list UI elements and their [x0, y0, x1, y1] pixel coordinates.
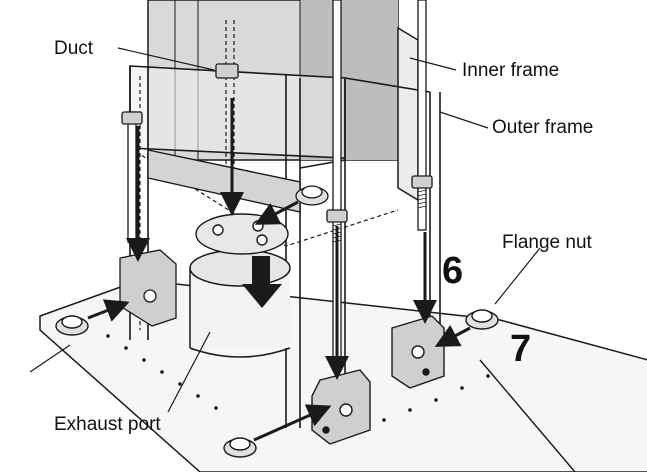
assembly-arrows — [87, 98, 471, 442]
bracket-right — [391, 315, 445, 389]
label-inner-frame: Inner frame — [462, 60, 560, 81]
rod-nuts — [121, 63, 433, 223]
bracket-center — [311, 369, 371, 445]
flange-nut-bottom — [223, 437, 257, 458]
flange-nut-right — [465, 309, 499, 330]
brace — [147, 149, 301, 213]
outer-frame — [129, 65, 441, 428]
flange-nut-left — [55, 315, 89, 336]
leader-lines — [117, 47, 541, 413]
label-outer-frame: Outer frame — [492, 117, 594, 138]
base-plate-holes — [106, 334, 490, 422]
label-exhaust-port: Exhaust port — [54, 414, 161, 435]
flange-nut-top — [295, 185, 329, 206]
duct-flange — [195, 213, 289, 255]
large-down-arrow — [242, 256, 282, 308]
label-duct: Duct — [54, 38, 94, 59]
label-flange-nut: Flange nut — [502, 232, 592, 253]
inner-frame — [397, 26, 419, 202]
step-number-6: 6 — [442, 250, 464, 292]
step-number-7: 7 — [510, 328, 532, 370]
